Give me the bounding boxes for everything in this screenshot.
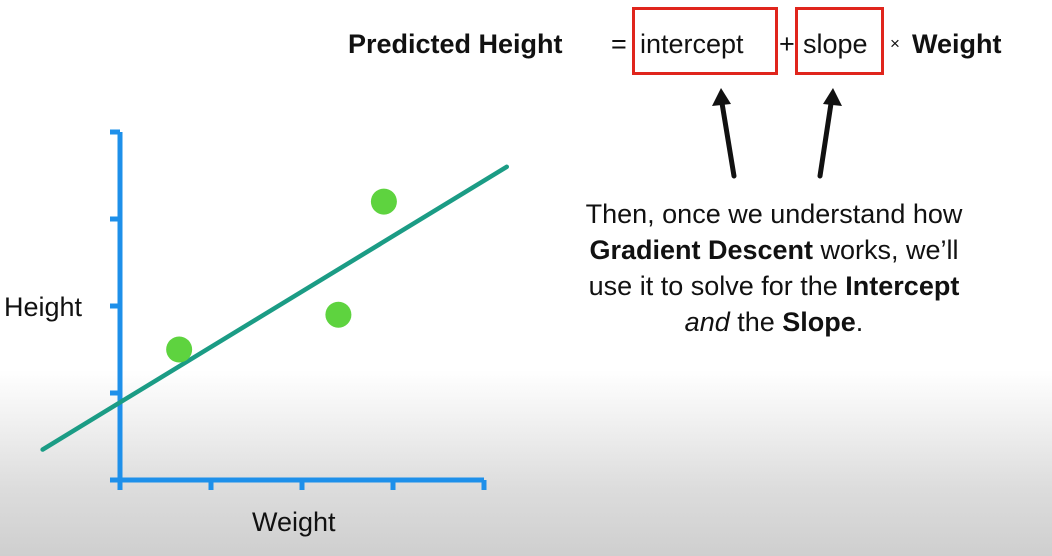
intercept-highlight-box — [632, 7, 778, 75]
caption-slope: Slope — [782, 307, 856, 337]
y-axis-label: Height — [4, 292, 83, 322]
equation-slope: slope — [803, 29, 868, 59]
slope-arrow-head — [823, 88, 842, 106]
intercept-arrow-head — [712, 88, 731, 106]
equation-predicted-height: Predicted Height — [348, 29, 563, 59]
caption-line-2: Gradient Descent works, we’ll — [535, 232, 1013, 268]
caption-intercept: Intercept — [845, 271, 960, 301]
equation-times: × — [890, 34, 900, 53]
slope-arrow — [817, 94, 835, 179]
intercept-arrow — [718, 94, 737, 179]
axes — [110, 129, 487, 490]
caption-line-3: use it to solve for the Intercept — [535, 268, 1013, 304]
x-axis-label: Weight — [252, 507, 336, 537]
data-point-3 — [370, 188, 397, 215]
caption-line-1: Then, once we understand how — [535, 196, 1013, 232]
equation-weight: Weight — [912, 29, 1002, 59]
caption-line-1-text: Then, once we understand how — [585, 199, 963, 229]
equation-intercept: intercept — [640, 29, 744, 59]
points-layer — [166, 188, 397, 363]
caption-period: . — [855, 307, 864, 337]
caption-line-2-rest: works, we’ll — [813, 235, 959, 265]
fit-line — [40, 164, 509, 452]
equation-equals: = — [611, 29, 627, 59]
slope-highlight-box — [795, 7, 884, 75]
caption-the: the — [729, 307, 783, 337]
caption-and: and — [684, 307, 730, 337]
caption: Then, once we understand how Gradient De… — [535, 196, 1013, 340]
caption-gradient-descent: Gradient Descent — [589, 235, 814, 265]
caption-line-4: and the Slope. — [535, 304, 1013, 340]
data-point-2 — [325, 301, 352, 328]
data-point-1 — [166, 336, 193, 363]
fit-line-layer — [40, 164, 509, 452]
caption-line-3-start: use it to solve for the — [588, 271, 846, 301]
equation-plus: + — [779, 29, 795, 59]
